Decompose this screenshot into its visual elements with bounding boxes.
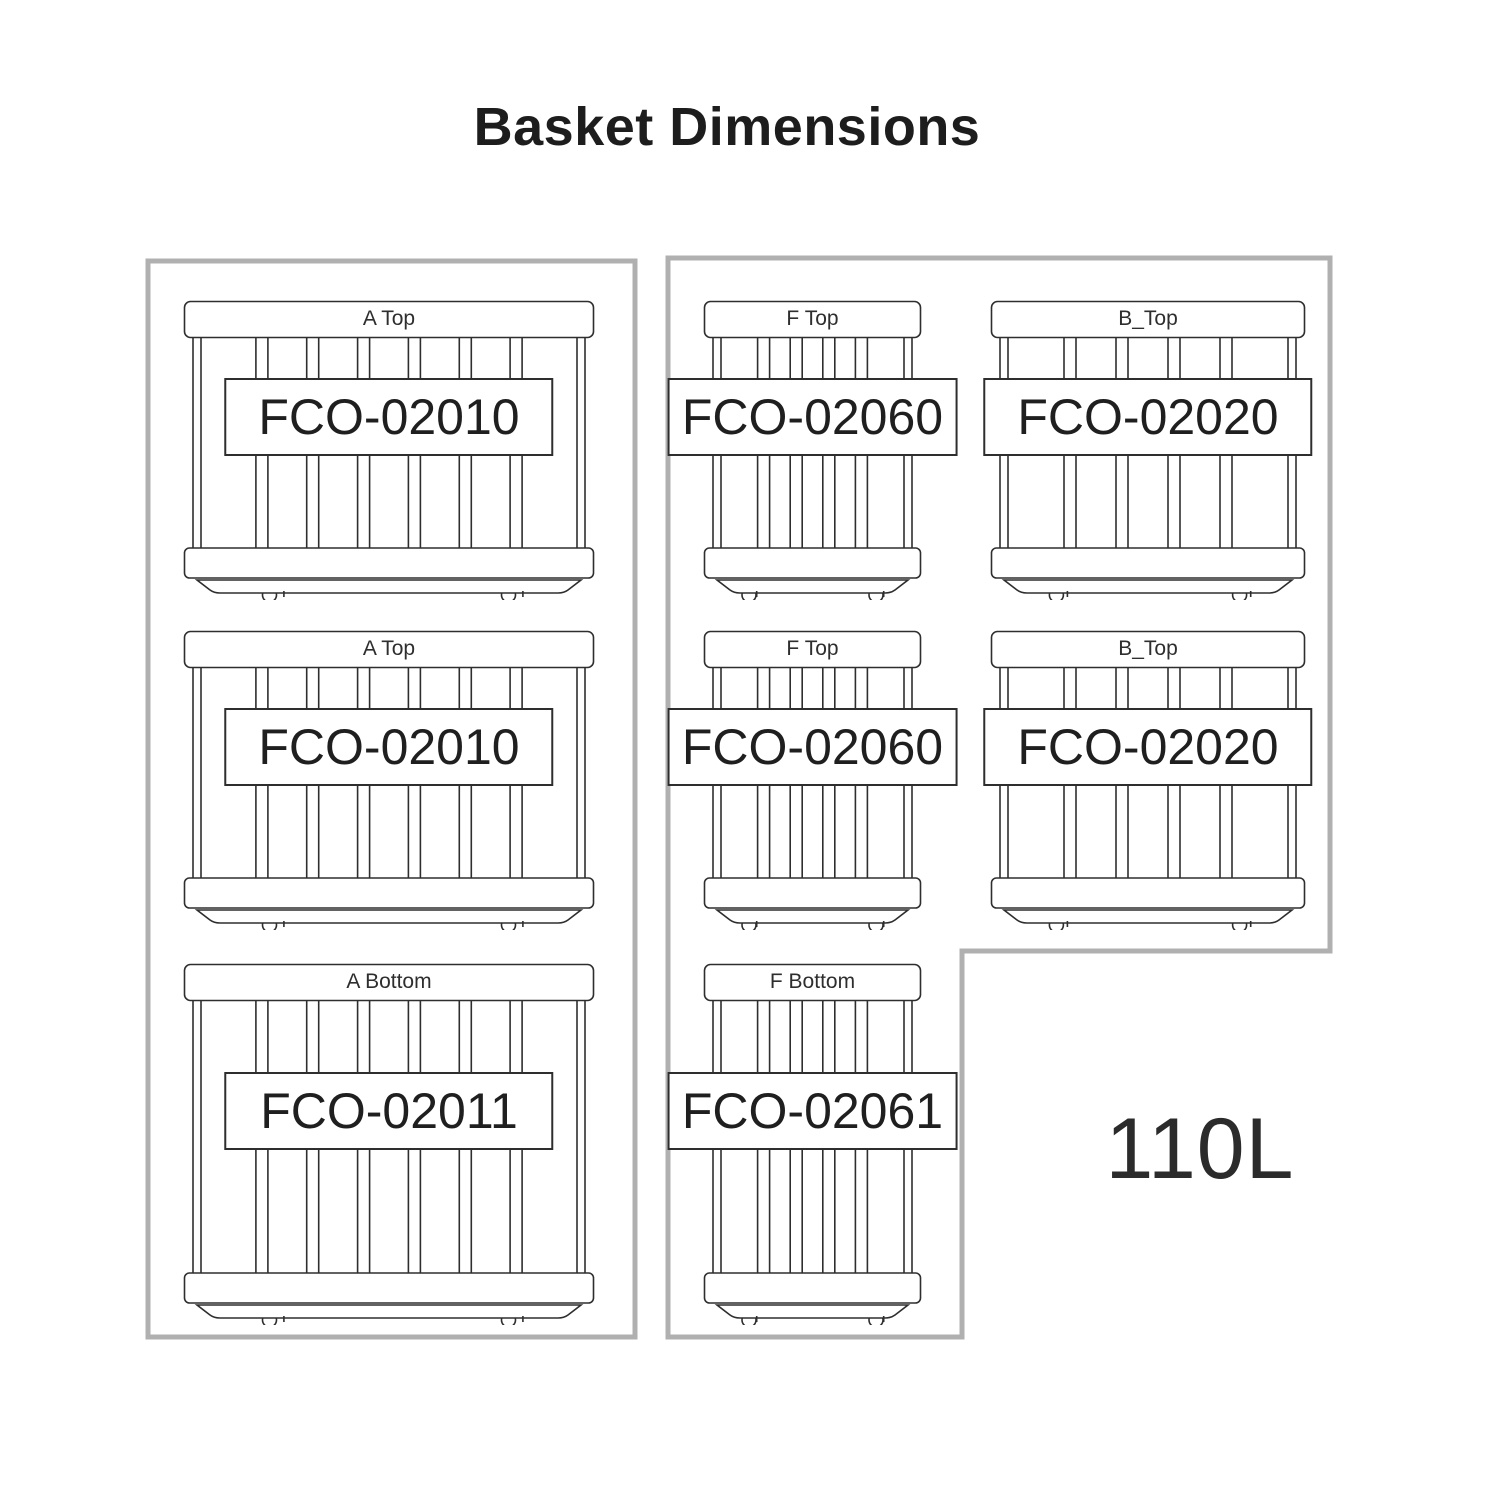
crate-art: [703, 300, 922, 600]
basket-position-label: F Bottom: [769, 970, 856, 993]
basket-a-top-2: A Top FCO-02010: [183, 630, 595, 930]
page-title: Basket Dimensions: [473, 97, 981, 157]
crate-art: [183, 963, 595, 1325]
part-number-band: FCO-02060: [667, 378, 958, 456]
part-number-band: FCO-02010: [224, 708, 554, 786]
basket-b-top-2: B_Top FCO-02020: [983, 630, 1313, 930]
part-number-band: FCO-02060: [667, 708, 958, 786]
basket-position-label: F Top: [786, 307, 839, 330]
basket-f-top-2: F Top FCO-02060: [667, 630, 958, 930]
part-number-band: FCO-02020: [983, 378, 1313, 456]
basket-f-top-1: F Top FCO-02060: [667, 300, 958, 600]
part-number-band: FCO-02020: [983, 708, 1313, 786]
crate-art: [703, 963, 922, 1325]
basket-position-label: A Top: [362, 637, 416, 660]
basket-position-label: B_Top: [1118, 307, 1178, 330]
basket-a-bottom: A Bottom FCO-02011: [183, 963, 595, 1325]
basket-f-bottom: F Bottom FCO-02061: [667, 963, 958, 1325]
part-number-band: FCO-02010: [224, 378, 554, 456]
capacity-label: 110L: [1105, 1101, 1295, 1197]
crate-art: [183, 300, 595, 600]
basket-b-top-1: B_Top FCO-02020: [983, 300, 1313, 600]
crate-art: [990, 300, 1306, 600]
basket-a-top-1: A Top FCO-02010: [183, 300, 595, 600]
basket-position-label: F Top: [786, 637, 839, 660]
basket-position-label: A Bottom: [346, 970, 432, 993]
part-number-band: FCO-02011: [224, 1071, 554, 1150]
basket-position-label: A Top: [362, 307, 416, 330]
basket-position-label: B_Top: [1118, 637, 1178, 660]
part-number-band: FCO-02061: [667, 1071, 958, 1150]
